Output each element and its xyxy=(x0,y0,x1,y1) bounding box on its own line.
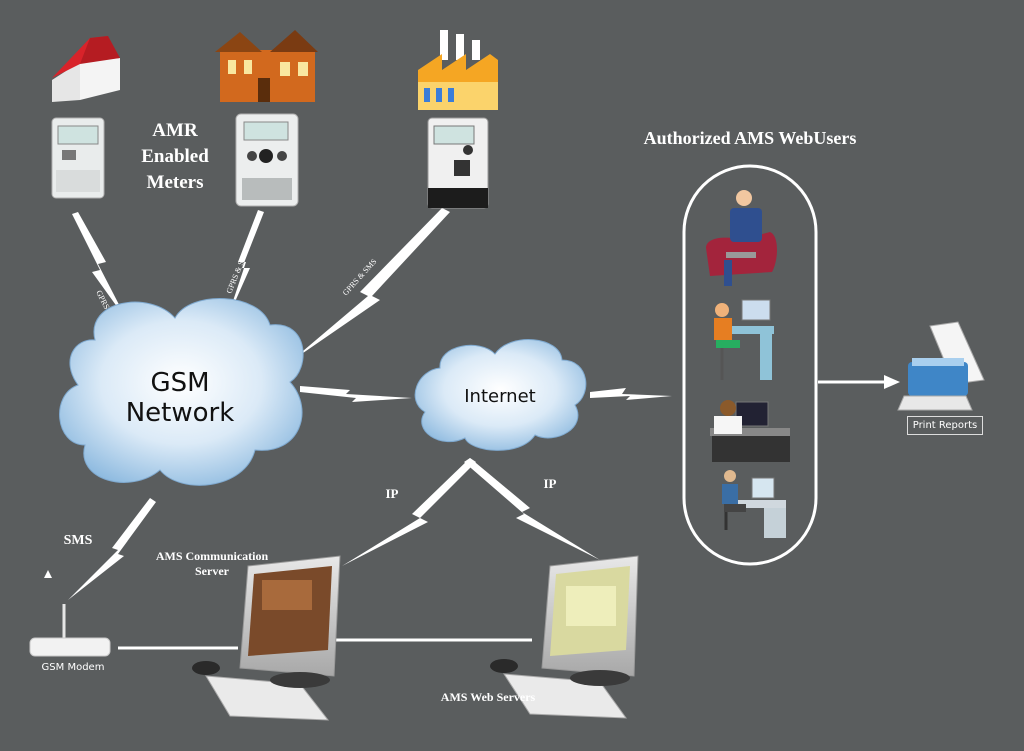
link-gsm-modem xyxy=(68,498,156,600)
user-icon xyxy=(722,470,786,538)
link-meter2-gsm xyxy=(226,210,264,322)
meter-icon xyxy=(51,117,105,199)
connectors xyxy=(68,208,672,600)
link-internet-users xyxy=(590,388,672,400)
user-icon xyxy=(706,190,777,286)
link-internet-commserver xyxy=(342,458,476,566)
link-gsm-internet xyxy=(300,386,412,402)
ip-label-right: IP xyxy=(543,476,557,491)
gsm-network-label: GSM Network xyxy=(125,368,235,428)
link-internet-webserver xyxy=(464,458,600,560)
comm-server-label: AMS Communication Server xyxy=(155,549,269,578)
users-group-capsule xyxy=(682,164,818,566)
print-reports-button[interactable]: Print Reports xyxy=(907,416,983,435)
mouse-icon xyxy=(490,659,518,673)
web-servers-label: AMS Web Servers xyxy=(440,690,536,704)
mouse-icon xyxy=(192,661,220,675)
comm-server-computer xyxy=(192,555,341,721)
amr-meters-label: AMR Enabled Meters xyxy=(141,120,209,193)
house-icon xyxy=(52,36,120,102)
printer-icon xyxy=(897,321,985,411)
user-icon xyxy=(714,299,774,380)
wired-links xyxy=(118,380,888,650)
modem-icon xyxy=(29,570,111,657)
meter-icon xyxy=(427,117,489,209)
user-icon xyxy=(710,400,790,462)
authorized-users-title: Authorized AMS WebUsers xyxy=(643,128,857,148)
building-icon xyxy=(215,30,318,102)
link-meter1-gsm xyxy=(72,212,128,322)
gsm-cloud xyxy=(59,298,304,486)
link-meter3-gsm xyxy=(290,208,450,362)
web-server-computer xyxy=(490,555,639,719)
internet-label: Internet xyxy=(464,386,536,407)
arrow-head-print xyxy=(884,375,900,389)
sms-label: SMS xyxy=(63,533,93,548)
ip-label-left: IP xyxy=(385,486,399,501)
gsm-modem-label: GSM Modem xyxy=(41,662,105,673)
internet-cloud xyxy=(414,339,587,451)
meter-icon xyxy=(235,113,299,207)
factory-icon xyxy=(418,30,498,110)
